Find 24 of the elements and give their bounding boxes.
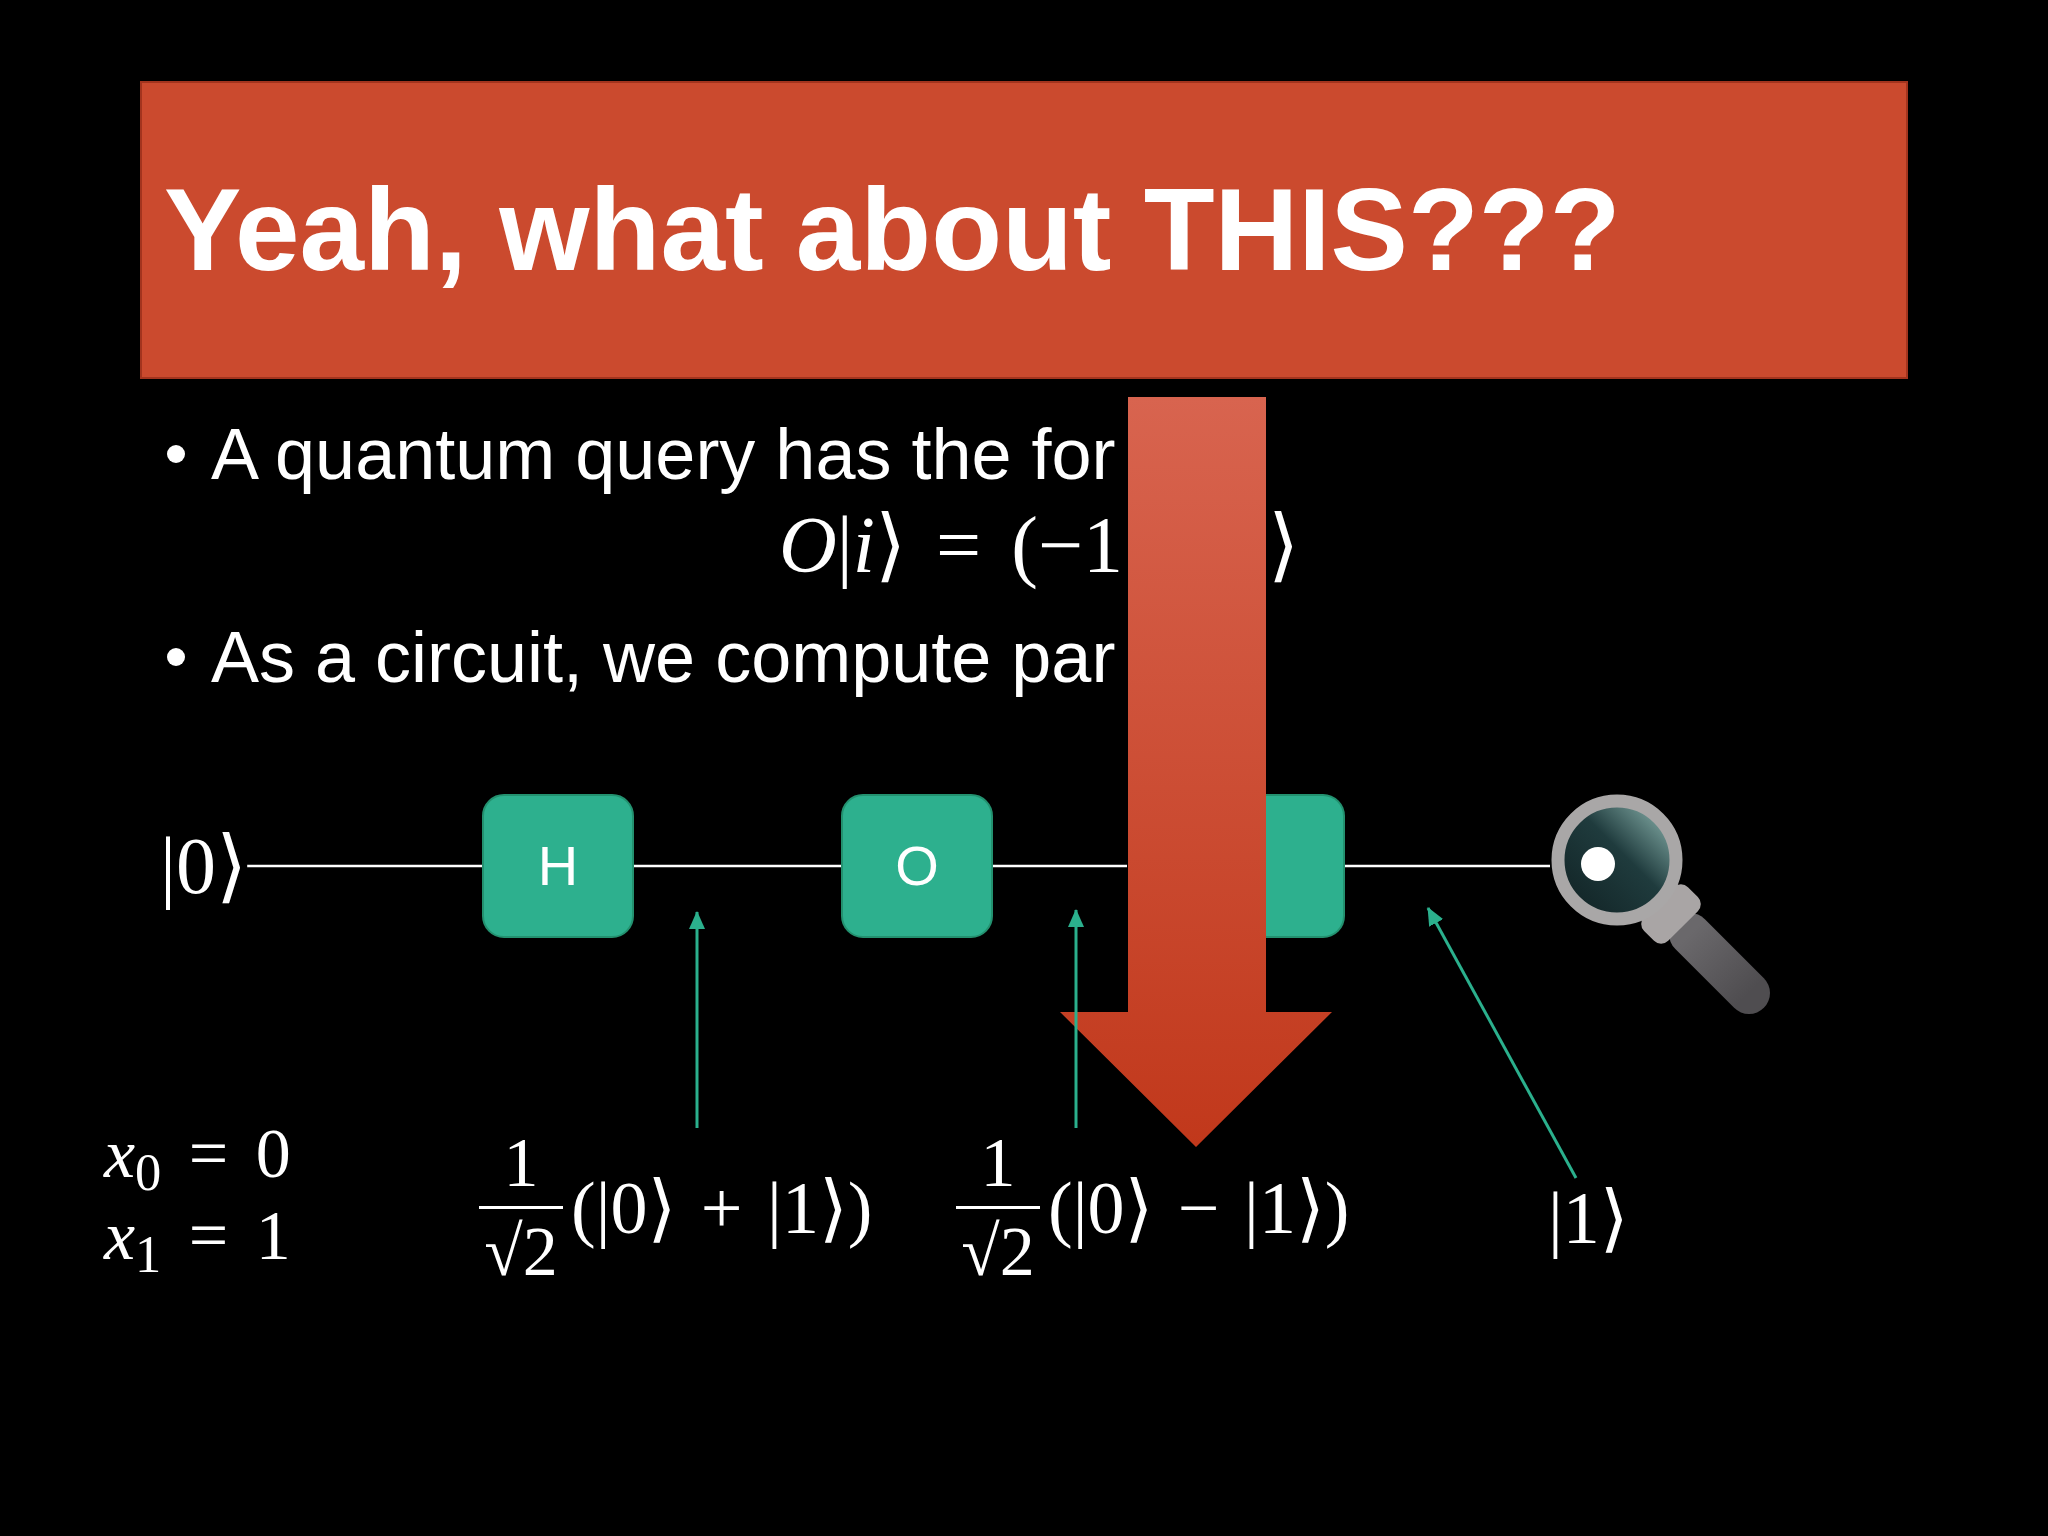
pointer-arrow [1068, 909, 1084, 1128]
quantum-gate: O [841, 794, 993, 938]
fraction-numerator: 1 [503, 1128, 539, 1198]
fraction-denominator: √2 [961, 1217, 1035, 1287]
input-value: x$_{1}$ = 1 [104, 1197, 291, 1274]
input-value: x$_{0}$ = 0 [104, 1115, 291, 1192]
quantum-gate [1266, 794, 1345, 938]
quantum-gate: H [482, 794, 634, 938]
bullet-text: A quantum query has the for [211, 413, 1116, 496]
pointer-arrow [689, 911, 705, 1128]
pointer-arrow [1426, 907, 1578, 1179]
magnifying-glass-icon [1550, 794, 1770, 1014]
fraction-numerator: 1 [980, 1128, 1016, 1198]
quantum-state: |0⟩ [160, 822, 248, 910]
bullet-text: As a circuit, we compute par [211, 616, 1116, 699]
query-formula: O|i⟩ = (−1 [778, 501, 1123, 589]
circuit-wire [993, 864, 1127, 868]
circuit-wire [634, 864, 841, 868]
circuit-wire [247, 864, 482, 868]
fraction-denominator: √2 [484, 1217, 558, 1287]
circuit-wire [1345, 864, 1550, 868]
query-formula: ⟩ [1268, 501, 1300, 589]
slide-title: Yeah, what about THIS??? [164, 172, 1621, 288]
quantum-state: |1⟩ [1548, 1178, 1629, 1260]
